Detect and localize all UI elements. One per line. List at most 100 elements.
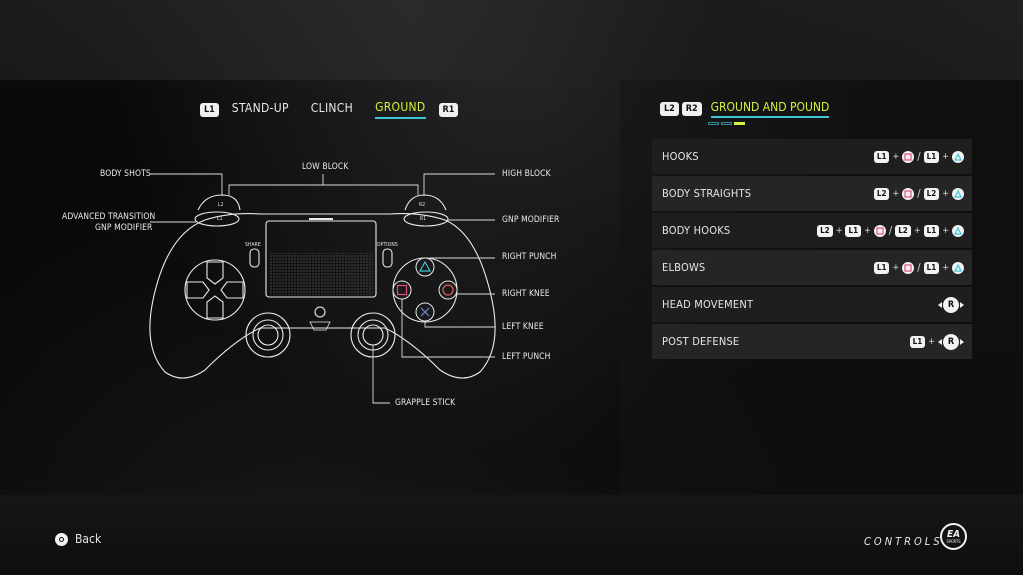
moves-list: HOOKS L1 + / L1 + BODY STRAIGHTS L2 + / … xyxy=(652,139,972,361)
bottom-band xyxy=(0,495,1023,575)
page-pip-3 xyxy=(734,122,745,125)
callout-left-knee xyxy=(424,321,495,328)
move-combo: L1 + / L1 + xyxy=(873,261,964,274)
triangle-button-icon xyxy=(415,257,435,277)
page-indicator xyxy=(708,122,745,125)
plus-sign: + xyxy=(835,225,843,236)
mode-tabs: L1 STAND-UP CLINCH GROUND R1 xyxy=(200,100,459,119)
plus-sign: + xyxy=(942,151,949,162)
l2-key-icon: L2 xyxy=(817,224,833,237)
dpad-left-icon xyxy=(186,281,210,299)
move-combo: L2 + / L2 + xyxy=(873,187,964,200)
move-name: POST DEFENSE xyxy=(662,335,740,348)
label-share: SHARE xyxy=(245,242,261,248)
move-name: BODY HOOKS xyxy=(662,224,731,237)
l1-key-icon: L1 xyxy=(923,150,940,163)
square-icon xyxy=(873,224,886,237)
or-separator: / xyxy=(917,187,921,200)
circle-button-icon xyxy=(55,532,68,546)
options-button xyxy=(382,248,393,268)
tab-stand-up[interactable]: STAND-UP xyxy=(231,101,289,115)
move-combo: L2 + L1 + / L2 + L1 + xyxy=(817,224,964,237)
tab-ground[interactable]: GROUND xyxy=(375,100,426,119)
plus-sign: + xyxy=(942,225,949,236)
touchpad xyxy=(265,220,377,298)
label-adv-transition-1: ADVANCED TRANSITION xyxy=(62,212,156,222)
move-row[interactable]: ELBOWS L1 + / L1 + xyxy=(652,250,972,285)
l1-shape xyxy=(194,211,240,227)
l1-key-icon: L1 xyxy=(873,150,890,163)
r2-page-button[interactable]: R2 xyxy=(681,102,702,116)
square-icon xyxy=(902,261,915,274)
plus-sign: + xyxy=(892,262,900,273)
or-separator: / xyxy=(888,224,893,237)
dpad-up-icon xyxy=(206,261,224,285)
label-left-knee: LEFT KNEE xyxy=(502,322,544,332)
l1-key-icon: L1 xyxy=(909,335,926,348)
callout-body-shots xyxy=(150,173,223,196)
ea-sports-logo: EA SPORTS xyxy=(940,523,967,550)
move-row[interactable]: HOOKS L1 + / L1 + xyxy=(652,139,972,174)
left-stick xyxy=(245,312,291,358)
triangle-icon xyxy=(952,261,964,274)
move-name: HOOKS xyxy=(662,150,699,163)
plus-sign: + xyxy=(942,262,949,273)
plus-sign: + xyxy=(913,225,921,236)
move-row[interactable]: BODY STRAIGHTS L2 + / L2 + xyxy=(652,176,972,211)
move-name: BODY STRAIGHTS xyxy=(662,187,752,200)
l2-key-icon: L2 xyxy=(923,187,940,200)
plus-sign: + xyxy=(942,188,949,199)
panel-title: GROUND AND POUND xyxy=(710,100,830,118)
triangle-icon xyxy=(952,224,964,237)
circle-button-icon xyxy=(438,280,458,300)
label-high-block: HIGH BLOCK xyxy=(502,169,551,179)
callout-left-punch xyxy=(401,299,495,358)
plus-sign: + xyxy=(864,225,871,236)
l1-key-icon: L1 xyxy=(873,261,890,274)
label-adv-transition-2: GNP MODIFIER xyxy=(95,223,153,233)
r2-shape xyxy=(404,194,447,211)
label-l1: L1 xyxy=(217,216,223,222)
move-combo: L1 + / L1 + xyxy=(873,150,964,163)
l1-key-icon: L1 xyxy=(923,261,940,274)
label-r1: R1 xyxy=(420,216,427,222)
callout-high-block xyxy=(423,173,495,196)
move-row[interactable]: POST DEFENSE L1 + R xyxy=(652,324,972,359)
tab-clinch[interactable]: CLINCH xyxy=(310,101,354,115)
screen-title: CONTROLS xyxy=(864,535,943,548)
l1-key-icon: L1 xyxy=(923,224,940,237)
l2-key-icon: L2 xyxy=(873,187,890,200)
back-button[interactable]: Back xyxy=(55,532,101,546)
label-grapple-stick: GRAPPLE STICK xyxy=(395,398,456,408)
square-icon xyxy=(902,187,915,200)
move-combo: L1 + R xyxy=(909,333,964,350)
prev-tab-button[interactable]: L1 xyxy=(200,102,219,117)
label-right-punch: RIGHT PUNCH xyxy=(502,252,557,262)
square-button-icon xyxy=(392,280,412,300)
or-separator: / xyxy=(917,150,921,163)
share-button xyxy=(249,248,260,268)
panel-header: L2 R2 GROUND AND POUND xyxy=(660,100,830,118)
move-name: HEAD MOVEMENT xyxy=(662,298,754,311)
triangle-icon xyxy=(952,187,964,200)
callout-grapple-stick xyxy=(372,345,390,404)
top-band xyxy=(0,0,1023,80)
label-r2: R2 xyxy=(419,202,426,208)
l2-key-icon: L2 xyxy=(895,224,911,237)
back-label: Back xyxy=(75,532,102,546)
plus-sign: + xyxy=(892,188,900,199)
label-low-block: LOW BLOCK xyxy=(302,162,349,172)
plus-sign: + xyxy=(892,151,900,162)
next-tab-button[interactable]: R1 xyxy=(438,102,459,117)
right-stick-icon: R xyxy=(938,333,964,350)
l2-page-button[interactable]: L2 xyxy=(660,102,679,116)
move-row[interactable]: BODY HOOKS L2 + L1 + / L2 + L1 + xyxy=(652,213,972,248)
label-right-knee: RIGHT KNEE xyxy=(502,289,550,299)
ps-button xyxy=(314,306,326,318)
move-row[interactable]: HEAD MOVEMENT R xyxy=(652,287,972,322)
label-gnp-modifier: GNP MODIFIER xyxy=(502,215,560,225)
l1-key-icon: L1 xyxy=(845,224,862,237)
dpad-ring xyxy=(184,259,246,321)
plus-sign: + xyxy=(928,336,935,347)
